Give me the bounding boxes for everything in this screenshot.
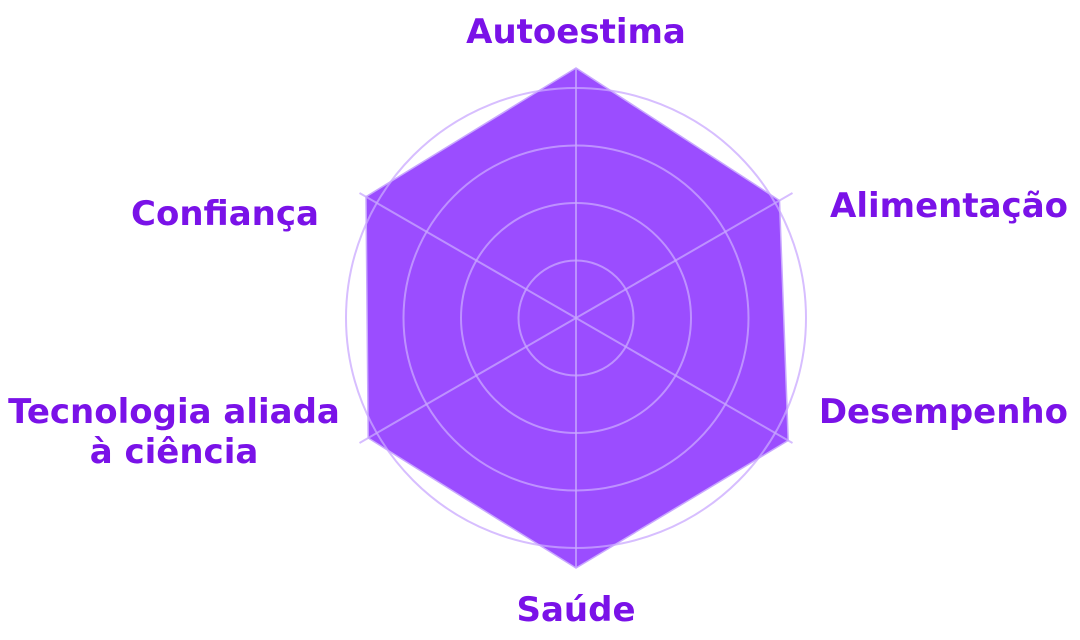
axis-label-autoestima: Autoestima xyxy=(466,12,686,52)
radar-axis-spoke xyxy=(358,317,577,444)
radar-axis-spoke xyxy=(358,192,577,319)
radar-axis-spoke xyxy=(575,192,794,319)
axis-label-desempenho: Desempenho xyxy=(818,392,1068,432)
axis-label-confianca: Confiança xyxy=(131,194,319,234)
axis-label-alimentacao: Alimentação xyxy=(830,186,1068,226)
radar-axis-spoke xyxy=(575,317,794,444)
axis-label-saude: Saúde xyxy=(516,590,636,630)
radar-grid-spokes xyxy=(358,68,794,568)
axis-label-tecnologia-aliada-a-ciencia: Tecnologia aliada à ciência xyxy=(8,392,340,472)
